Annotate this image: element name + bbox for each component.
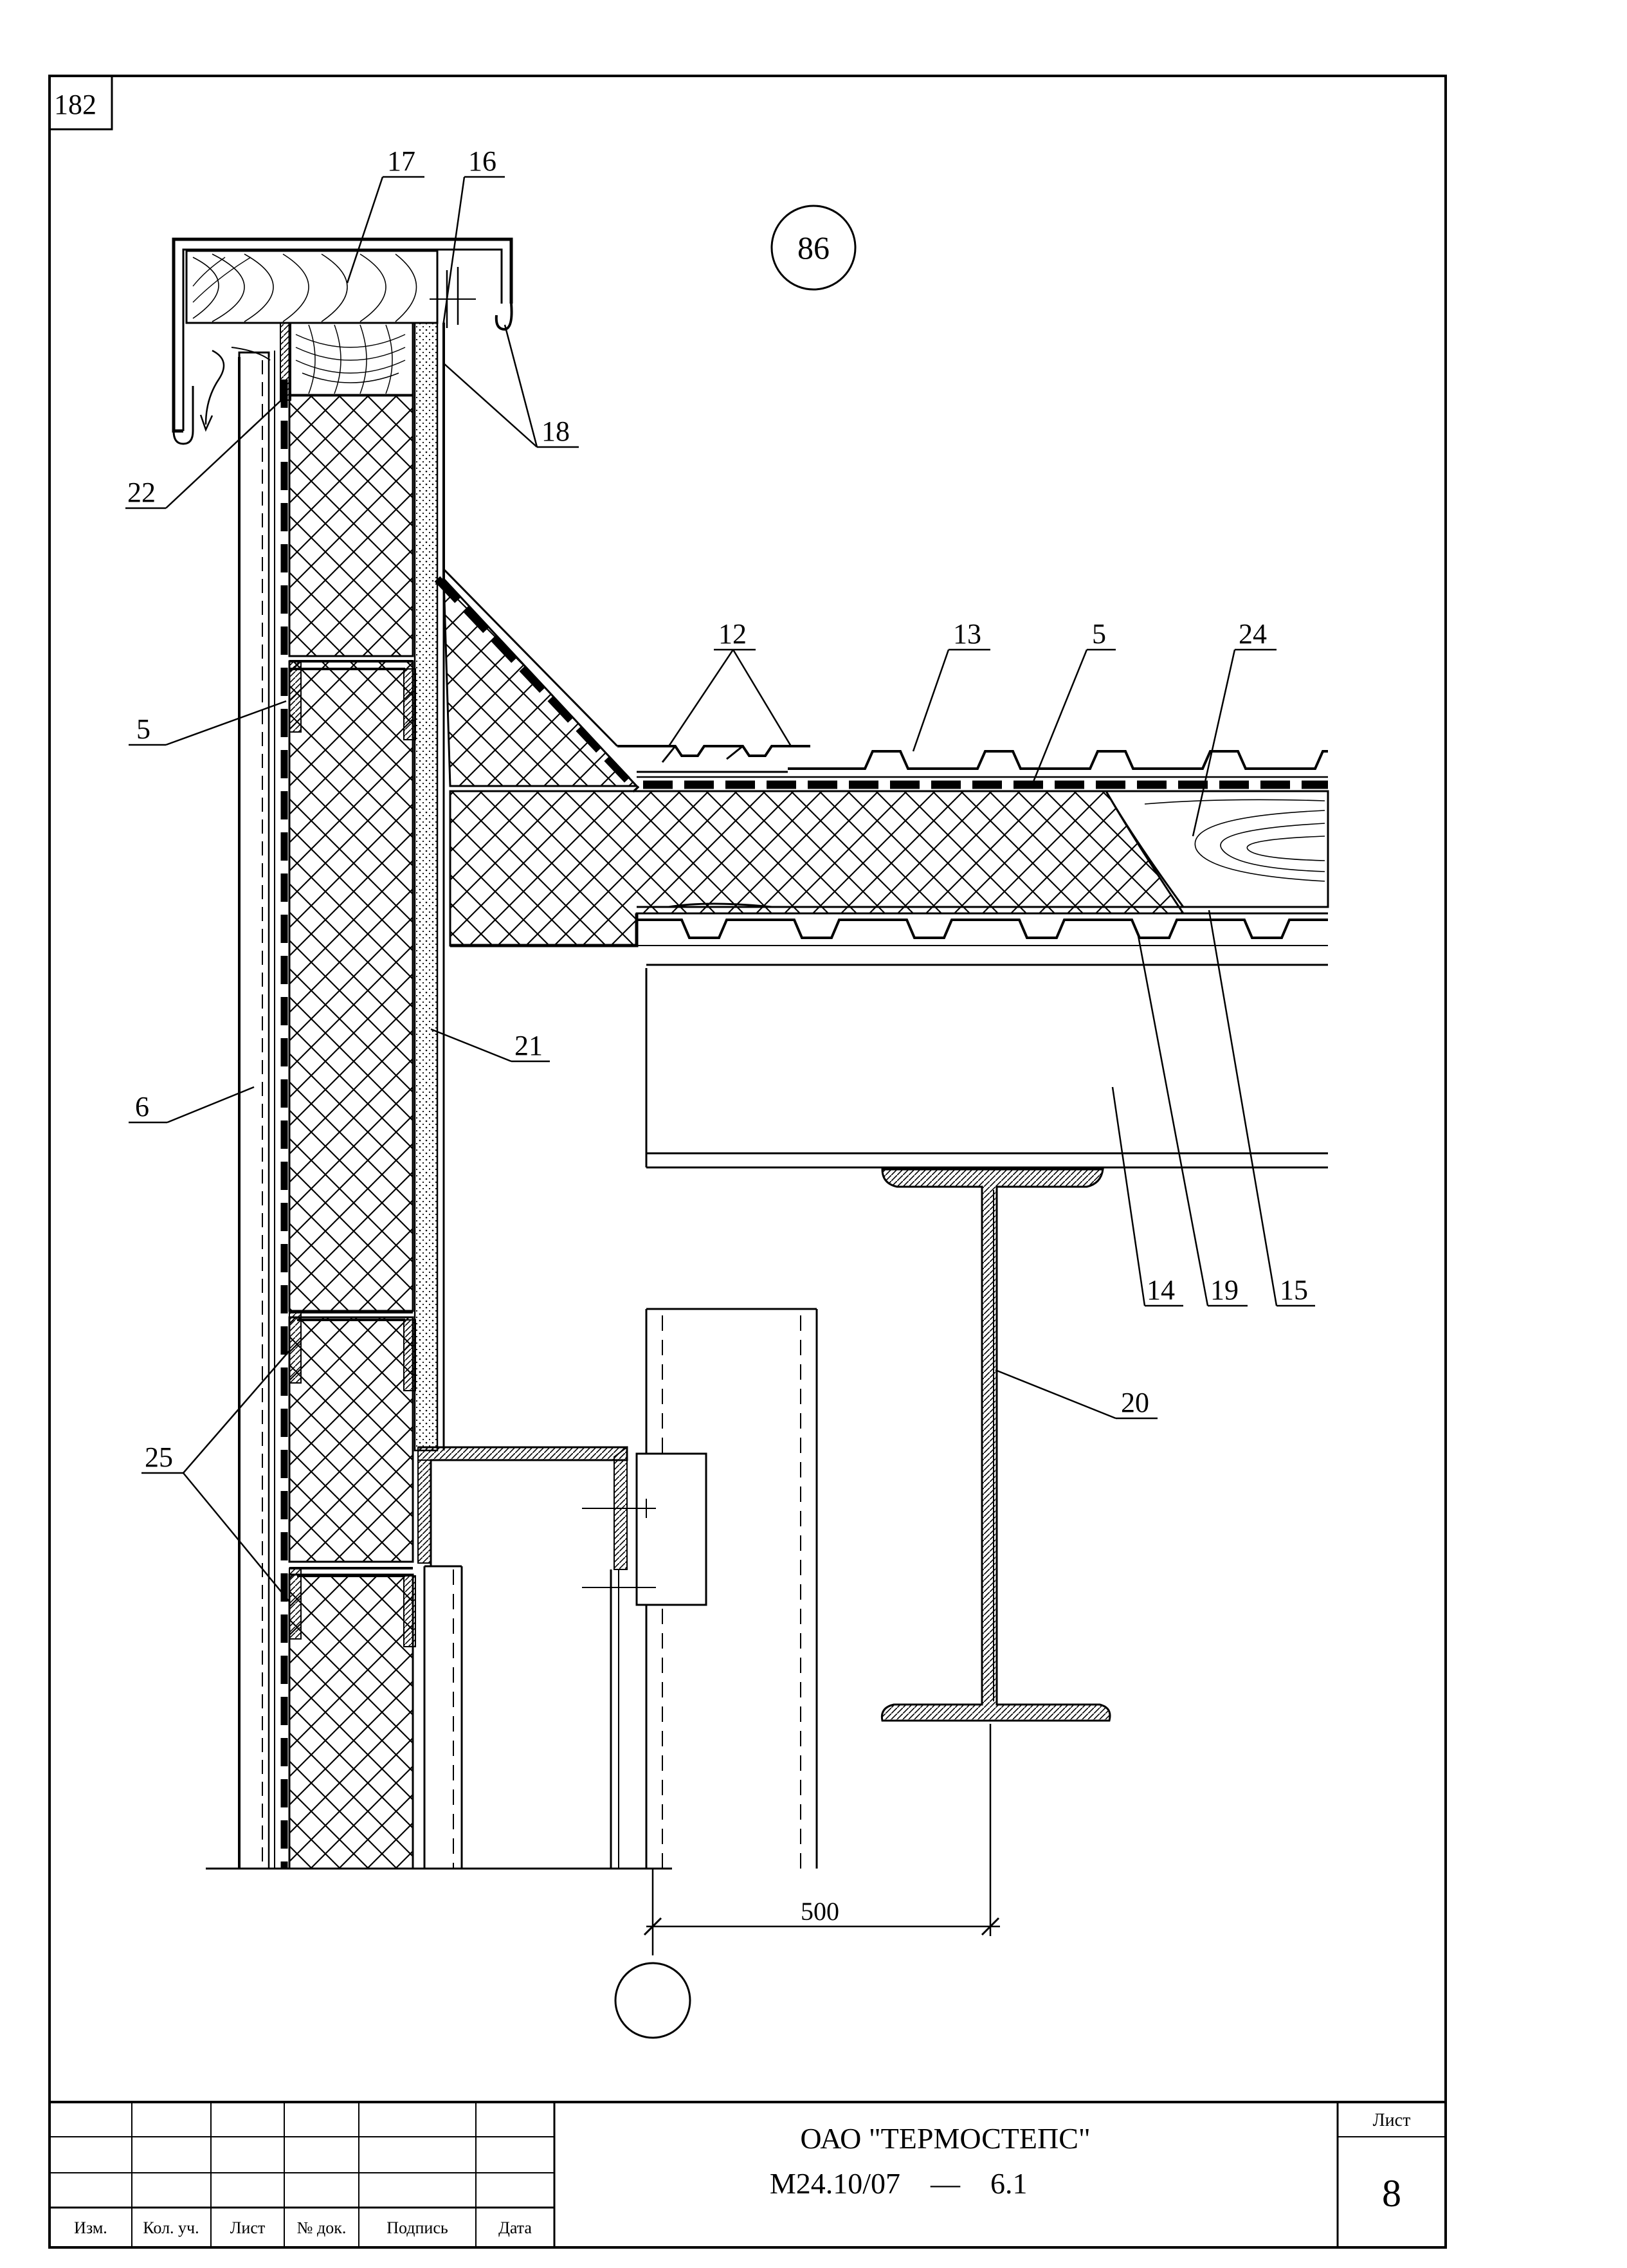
detail-marker-label: 86 [797, 230, 830, 266]
title-col-date: Дата [498, 2218, 532, 2237]
callout-22: 22 [127, 477, 156, 508]
organization-name: ОАО "ТЕРМОСТЕПС" [800, 2122, 1090, 2155]
title-col-doc-no: № док. [297, 2218, 347, 2237]
callouts: 17 16 18 22 5 12 13 5 24 [125, 145, 1315, 1602]
document-code: М24.10/07 [770, 2167, 900, 2200]
page-number: 182 [54, 89, 96, 120]
callout-13: 13 [953, 618, 981, 650]
callout-6: 6 [135, 1091, 149, 1122]
callout-5-wall: 5 [136, 713, 150, 745]
callout-12: 12 [718, 618, 747, 650]
column-support: 500 [417, 1308, 1000, 2039]
callout-18: 18 [541, 416, 570, 447]
title-col-list: Лист [230, 2218, 265, 2237]
title-col-signature: Подпись [386, 2218, 448, 2237]
sheet-label: Лист [1373, 2110, 1411, 2130]
sheet-number: 8 [1382, 2172, 1401, 2215]
wall-section [206, 320, 672, 1870]
callout-20: 20 [1121, 1387, 1149, 1418]
roof-section [434, 568, 1329, 1722]
callout-17: 17 [387, 145, 415, 177]
callout-15: 15 [1280, 1274, 1308, 1306]
document-sheet-ref: 6.1 [990, 2167, 1028, 2200]
callout-25: 25 [145, 1441, 173, 1473]
dimension-label: 500 [801, 1897, 839, 1926]
title-col-kol-uch: Кол. уч. [143, 2218, 199, 2237]
callout-16: 16 [468, 145, 496, 177]
document-dash: — [930, 2167, 961, 2200]
detail-marker-circle [770, 205, 857, 291]
callout-21: 21 [514, 1030, 543, 1061]
parapet-cap [172, 237, 513, 579]
page-number-box [48, 75, 113, 131]
callout-14: 14 [1147, 1274, 1175, 1306]
title-block: Изм. Кол. уч. Лист № док. Подпись Дата О… [50, 2101, 1446, 2247]
title-col-izm: Изм. [74, 2218, 107, 2237]
callout-19: 19 [1210, 1274, 1239, 1306]
callout-24: 24 [1239, 618, 1267, 650]
axis-marker-circle [614, 1962, 691, 2039]
callout-5-roof: 5 [1092, 618, 1106, 650]
sheet-frame [48, 75, 1447, 2249]
